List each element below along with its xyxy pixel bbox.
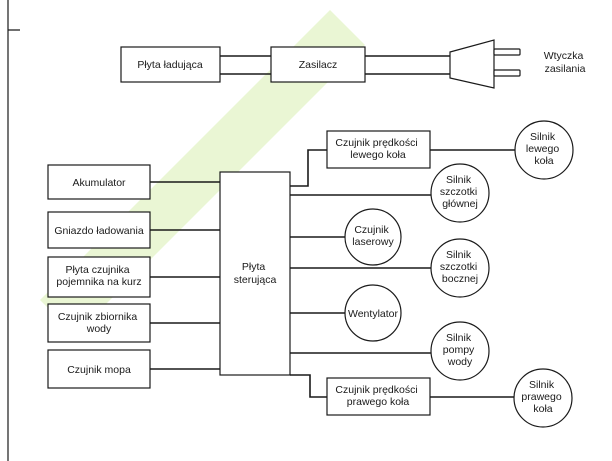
left-wheel-speed-sensor-box: Czujnik prędkości lewego koła xyxy=(326,130,431,169)
svg-text:Czujnik prędkości lewego: Czujnik prędkości lewego koła xyxy=(335,137,420,161)
left-wheel-motor-circle: Silnik lewego koła xyxy=(514,120,574,180)
water-pump-motor-circle: Silnik pompy wody xyxy=(430,321,490,381)
diagram-frame xyxy=(7,0,20,461)
main-brush-motor-circle: Silnik szczotki głównej xyxy=(430,163,490,223)
svg-text:Silnik lewego koła: Silnik lewego koła xyxy=(526,131,562,167)
right-wheel-motor-circle: Silnik prawego koła xyxy=(513,368,573,428)
svg-text:Silnik szczotki bo: Silnik szczotki bocznej xyxy=(440,249,480,285)
svg-text:Czujnik laserowy: Czujnik laserowy xyxy=(352,224,394,248)
input-wires xyxy=(150,181,220,370)
side-brush-motor-circle: Silnik szczotki bocznej xyxy=(430,238,490,298)
svg-text:Gniazdo ładowania: Gniazdo ładowania xyxy=(54,225,143,237)
charging-board-box: Płyta ładująca xyxy=(120,46,221,83)
output-wires xyxy=(290,149,515,398)
background-watermark xyxy=(40,10,365,335)
laser-sensor-circle: Czujnik laserowy xyxy=(344,208,402,266)
charging-socket-box: Gniazdo ładowania xyxy=(47,211,151,249)
svg-text:Silnik prawego koł: Silnik prawego koła xyxy=(521,379,564,415)
svg-text:Czujnik prędkości praweg: Czujnik prędkości prawego koła xyxy=(335,384,420,408)
dust-bin-sensor-board-box: Płyta czujnika pojemnika na kurz xyxy=(47,256,151,298)
svg-text:Czujnik zbiornika wody: Czujnik zbiornika wody xyxy=(58,311,140,335)
svg-text:Wentylator: Wentylator xyxy=(348,308,398,320)
svg-text:Czujnik mopa: Czujnik mopa xyxy=(67,364,131,376)
water-tank-sensor-box: Czujnik zbiornika wody xyxy=(47,303,151,343)
plug-label: Wtyczka zasilania xyxy=(544,50,587,75)
svg-text:Silnik szczotki gł: Silnik szczotki głównej xyxy=(440,174,480,210)
power-supply-box: Zasilacz xyxy=(270,46,366,83)
power-plug-icon xyxy=(449,39,521,89)
svg-text:Akumulator: Akumulator xyxy=(72,177,126,189)
right-wheel-speed-sensor-box: Czujnik prędkości prawego koła xyxy=(326,377,431,416)
power-supply-label: Zasilacz xyxy=(299,59,338,71)
svg-text:Silnik pompy wody: Silnik pompy wody xyxy=(443,332,477,368)
fan-circle: Wentylator xyxy=(344,284,402,342)
charging-to-supply-wires xyxy=(220,55,271,75)
control-board-box: Płyta sterująca xyxy=(219,171,291,376)
mop-sensor-box: Czujnik mopa xyxy=(47,349,151,389)
battery-box: Akumulator xyxy=(47,164,151,200)
charging-board-label: Płyta ładująca xyxy=(137,59,203,71)
control-board-label: Płyta sterująca xyxy=(234,261,277,286)
svg-text:Płyta czujnika pojemnika: Płyta czujnika pojemnika na kurz xyxy=(56,264,141,288)
supply-to-plug-wires xyxy=(365,55,450,75)
